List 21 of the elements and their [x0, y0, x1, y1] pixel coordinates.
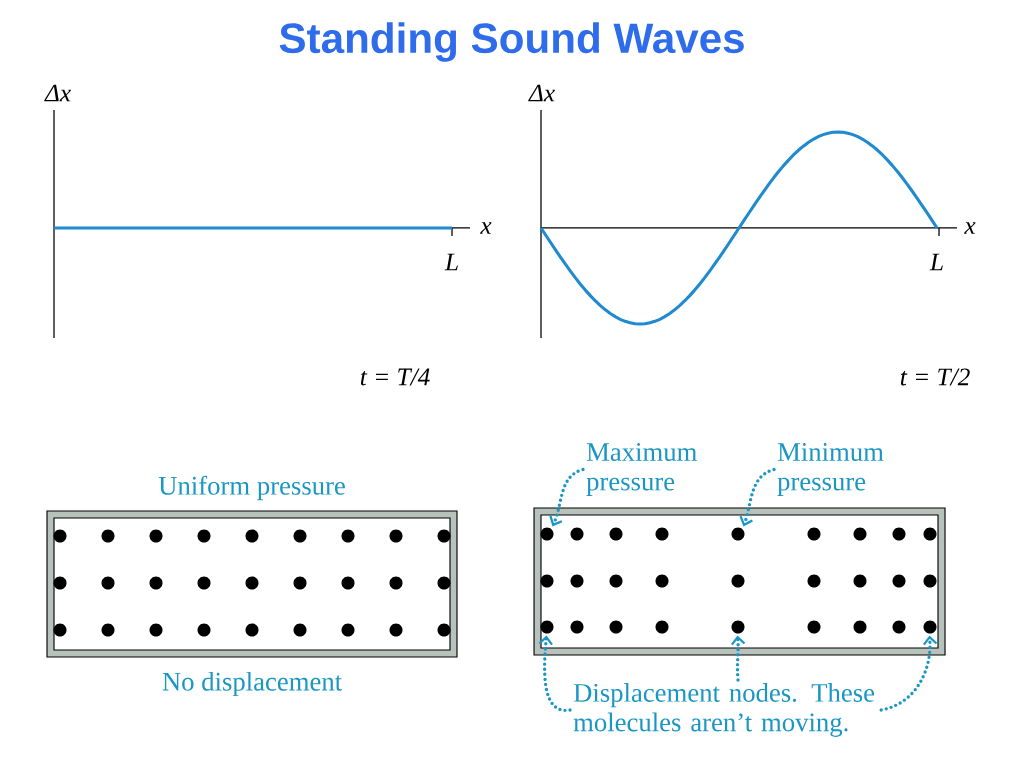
axis-label: x	[480, 222, 492, 234]
annotation-text: Maximum pressure	[586, 443, 697, 496]
leader-line	[549, 467, 585, 527]
leader-line	[739, 467, 776, 527]
caption-text: Uniform pressure	[158, 475, 345, 501]
axis-label: L	[929, 253, 943, 271]
caption-text: No displacement	[162, 671, 342, 697]
leader-line	[731, 635, 746, 682]
axis-label: Δx	[44, 84, 71, 102]
leader-line	[879, 635, 938, 712]
axis-label: x	[964, 222, 976, 234]
axis-label: Δx	[528, 84, 555, 102]
leader-line	[538, 635, 572, 712]
axis-label: L	[444, 253, 458, 271]
axis-label: t = T/2	[900, 368, 970, 386]
axis-label: t = T/4	[360, 368, 430, 386]
annotation-text: Minimum pressure	[777, 443, 884, 496]
tube-drawing	[533, 507, 946, 656]
annotation-text: Displacement nodes. These molecules aren’t moving.	[573, 683, 875, 737]
tube-drawing	[46, 510, 458, 658]
title: Standing Sound Waves	[279, 22, 744, 62]
